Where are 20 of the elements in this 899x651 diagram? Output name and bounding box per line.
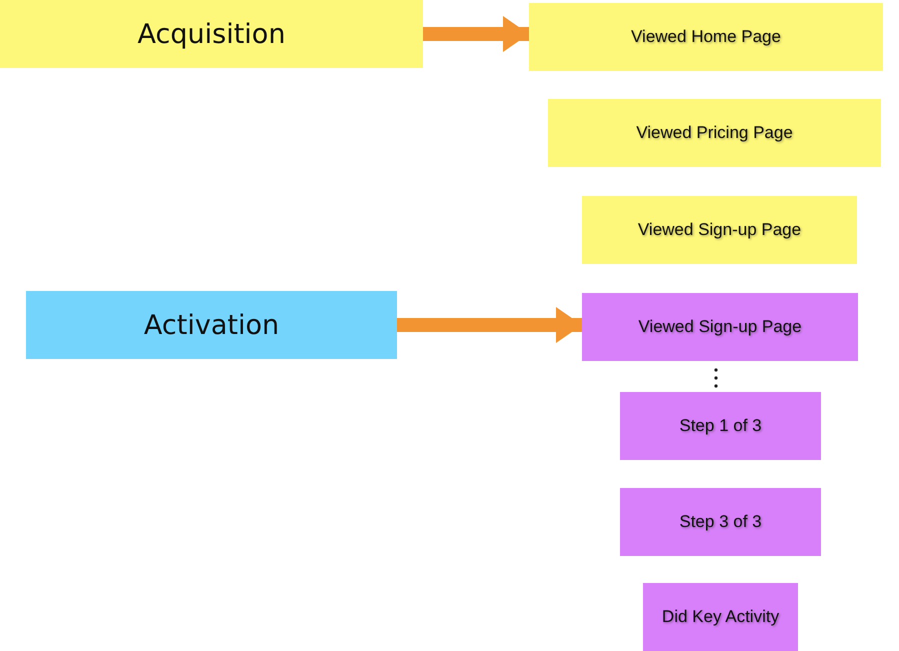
box-label: Viewed Home Page: [631, 27, 781, 47]
stage-box: [0, 0, 423, 68]
box-label: Viewed Sign-up Page: [638, 317, 802, 337]
event-box: [582, 196, 857, 264]
event-box: [620, 488, 821, 556]
box-label: Viewed Sign-up Page: [638, 220, 802, 240]
box-label: Viewed Pricing Page: [636, 123, 793, 143]
event-box: [529, 3, 883, 71]
arrow: [397, 307, 582, 343]
event-box: [643, 583, 798, 651]
stage-box: [26, 291, 397, 359]
event-box: [620, 392, 821, 460]
event-box: [582, 293, 858, 361]
box-label: Step 1 of 3: [679, 416, 762, 436]
arrow: [423, 16, 529, 52]
event-box: [548, 99, 881, 167]
box-label: Step 3 of 3: [679, 512, 762, 532]
box-label: Acquisition: [138, 18, 286, 50]
box-label: Did Key Activity: [662, 607, 780, 627]
box-label: Activation: [144, 310, 280, 340]
